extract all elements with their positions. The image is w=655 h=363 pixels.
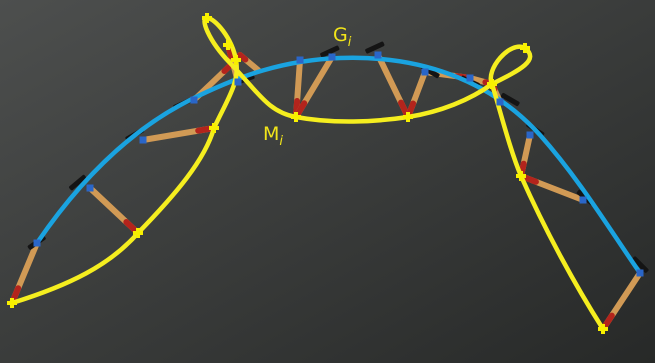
blue-square-marker-icon [139, 136, 147, 144]
normal-spike [365, 41, 385, 54]
blue-square-marker-icon [496, 98, 504, 106]
normal-spike [69, 174, 87, 191]
yellow-cross-marker-icon [403, 112, 413, 122]
blue-square-marker-icon [636, 269, 644, 277]
blue-square-marker-icon [296, 56, 304, 64]
yellow-cross-marker-icon [487, 79, 497, 89]
yellow-cross-marker-icon [7, 298, 17, 308]
blue-square-marker-icon [466, 74, 474, 82]
blue-square-marker-icon [421, 68, 429, 76]
blue-square-marker-icon [374, 51, 382, 59]
normal-spike [632, 256, 649, 273]
label-m-main: M [263, 123, 279, 145]
label-g-i: Gi [333, 24, 352, 50]
blue-square-marker-icon [190, 96, 198, 104]
blue-marker-layer [33, 51, 644, 277]
yellow-cross-marker-icon [202, 13, 212, 23]
normal-spike [320, 45, 340, 58]
blue-square-marker-icon [86, 184, 94, 192]
label-m-sub: i [279, 134, 283, 149]
normal-spike [500, 92, 520, 107]
blue-square-marker-icon [33, 239, 41, 247]
yellow-cross-marker-icon [516, 171, 526, 181]
yellow-cross-marker-icon [598, 324, 608, 334]
yellow-cross-marker-icon [520, 43, 530, 53]
yellow-cross-marker-icon [291, 112, 301, 122]
yellow-cross-marker-icon [209, 123, 219, 133]
blue-curve-g [34, 55, 643, 276]
blue-square-marker-icon [234, 78, 242, 86]
blue-square-marker-icon [579, 196, 587, 204]
label-g-main: G [333, 24, 348, 46]
blue-square-marker-icon [328, 53, 336, 61]
yellow-curve-m [9, 15, 606, 332]
yellow-cross-marker-icon [223, 40, 233, 50]
yellow-cross-marker-icon [231, 55, 241, 65]
linkage-segment-tip [237, 52, 249, 63]
yellow-marker-layer [7, 13, 608, 334]
yellow-cross-marker-icon [133, 228, 143, 238]
blue-square-marker-icon [526, 131, 534, 139]
label-m-i: Mi [263, 123, 283, 149]
label-g-sub: i [348, 35, 352, 50]
